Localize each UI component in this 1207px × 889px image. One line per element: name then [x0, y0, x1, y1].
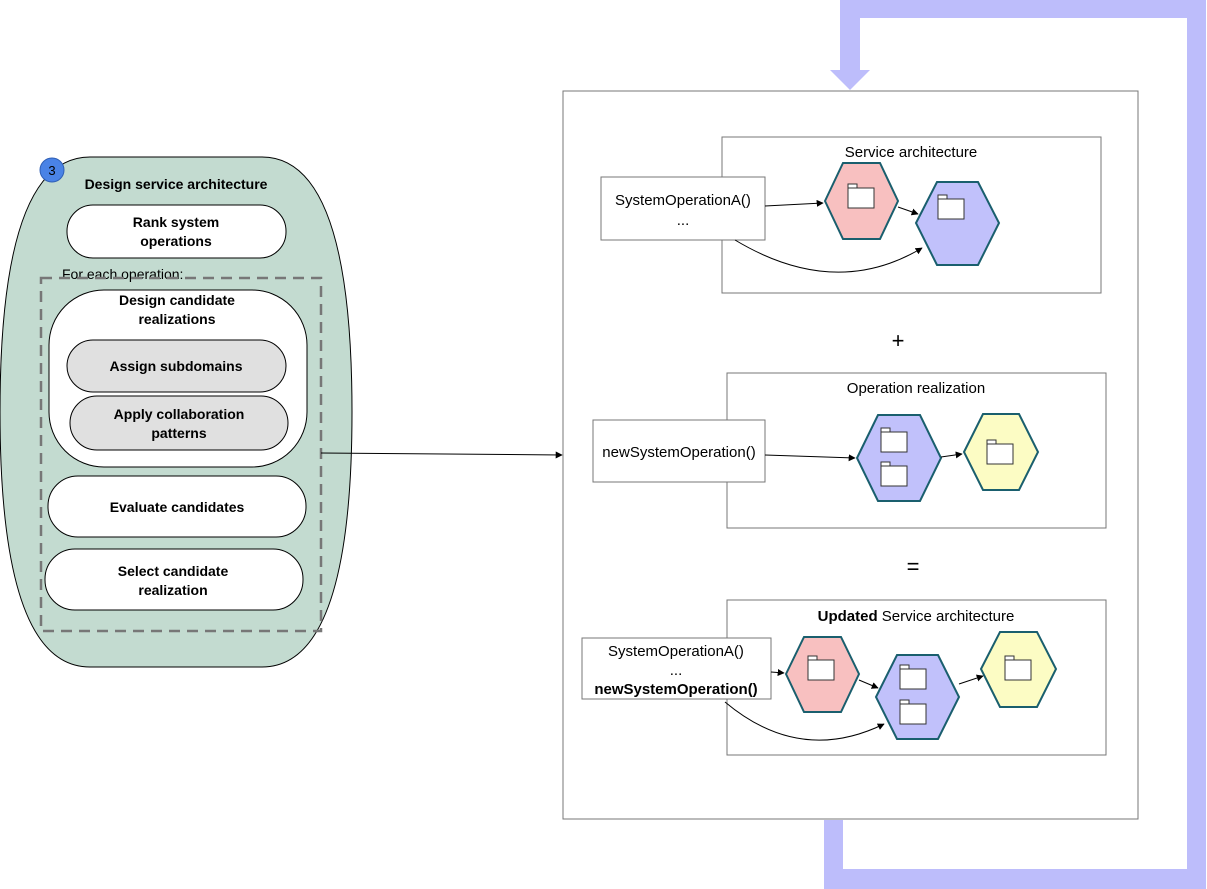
design-service-architecture-panel: 3 Design service architecture Rank syste… — [0, 156, 353, 668]
ellipsis-label: ... — [677, 212, 690, 229]
service-architecture-title: Service architecture — [845, 144, 978, 161]
operation-realization-title: Operation realization — [847, 380, 985, 397]
blue-service-hexagon — [914, 181, 1001, 266]
updated-service-architecture-section: Updated Service architecture SystemOpera… — [581, 599, 1107, 756]
folder-icon — [880, 461, 908, 487]
blue-service-hexagon — [855, 414, 943, 502]
new-system-operation-label: newSystemOperation() — [602, 444, 755, 461]
apply-patterns-line2: patterns — [151, 425, 206, 441]
for-each-operation-loop — [39, 276, 323, 633]
equals-sign: = — [907, 554, 920, 579]
select-label-line1: Select candidate — [118, 563, 229, 579]
updated-title-rest: Service architecture — [878, 608, 1015, 625]
op-to-blue-curve-arrow — [734, 239, 923, 273]
folder-icon — [847, 183, 875, 209]
assign-subdomains-step[interactable]: Assign subdomains — [66, 339, 287, 393]
operation-realization-section: Operation realization newSystemOperation… — [592, 372, 1107, 529]
blue-service-hexagon — [874, 654, 961, 740]
apply-patterns-line1: Apply collaboration — [114, 406, 245, 422]
system-operations-box — [600, 176, 766, 241]
blue-to-yellow-arrow — [958, 674, 984, 685]
step-number: 3 — [48, 163, 55, 178]
panel-title: Design service architecture — [85, 176, 268, 192]
folder-icon — [880, 427, 908, 453]
folder-icon — [899, 664, 927, 690]
new-system-operation-box — [592, 419, 766, 483]
select-label-line2: realization — [138, 582, 207, 598]
blue-to-yellow-arrow — [940, 451, 963, 459]
folder-icon — [937, 194, 965, 220]
op-to-pink-arrow — [770, 669, 785, 677]
design-candidates-line1: Design candidate — [119, 292, 235, 308]
updated-operations-box — [581, 637, 772, 700]
pink-to-blue-arrow — [897, 206, 919, 216]
pink-to-blue-arrow — [858, 679, 879, 689]
folder-icon — [807, 655, 835, 681]
op-to-pink-arrow — [764, 199, 824, 207]
select-candidate-realization-step[interactable]: Select candidate realization — [44, 548, 304, 611]
folder-icon — [899, 699, 927, 725]
rank-label-line1: Rank system — [133, 214, 219, 230]
updated-service-architecture-title: Updated Service architecture — [818, 608, 1015, 625]
op-to-blue-curve-arrow — [724, 701, 885, 741]
new-system-operation-bold-label: newSystemOperation() — [594, 681, 757, 698]
evaluate-candidates-step[interactable]: Evaluate candidates — [47, 475, 307, 538]
system-operation-a-label: SystemOperationA() — [615, 192, 751, 209]
op-to-blue-arrow — [764, 454, 856, 462]
apply-collaboration-patterns-step[interactable]: Apply collaboration patterns — [69, 395, 289, 451]
folder-icon — [1004, 655, 1032, 681]
for-each-operation-label: For each operation: — [62, 266, 183, 282]
rank-system-operations-step[interactable]: Rank system operations — [66, 204, 287, 259]
plus-sign: + — [892, 328, 905, 353]
updated-word: Updated — [818, 608, 878, 625]
step-number-badge — [39, 157, 65, 183]
evaluate-label: Evaluate candidates — [110, 499, 245, 515]
connector-arrow — [320, 451, 563, 459]
assign-subdomains-label: Assign subdomains — [109, 358, 242, 374]
service-architecture-section: Service architecture SystemOperationA() … — [600, 136, 1102, 294]
ellipsis-label: ... — [670, 662, 683, 679]
design-candidates-line2: realizations — [138, 311, 215, 327]
rank-label-line2: operations — [140, 233, 212, 249]
system-operation-a-label: SystemOperationA() — [608, 643, 744, 660]
folder-icon — [986, 439, 1014, 465]
